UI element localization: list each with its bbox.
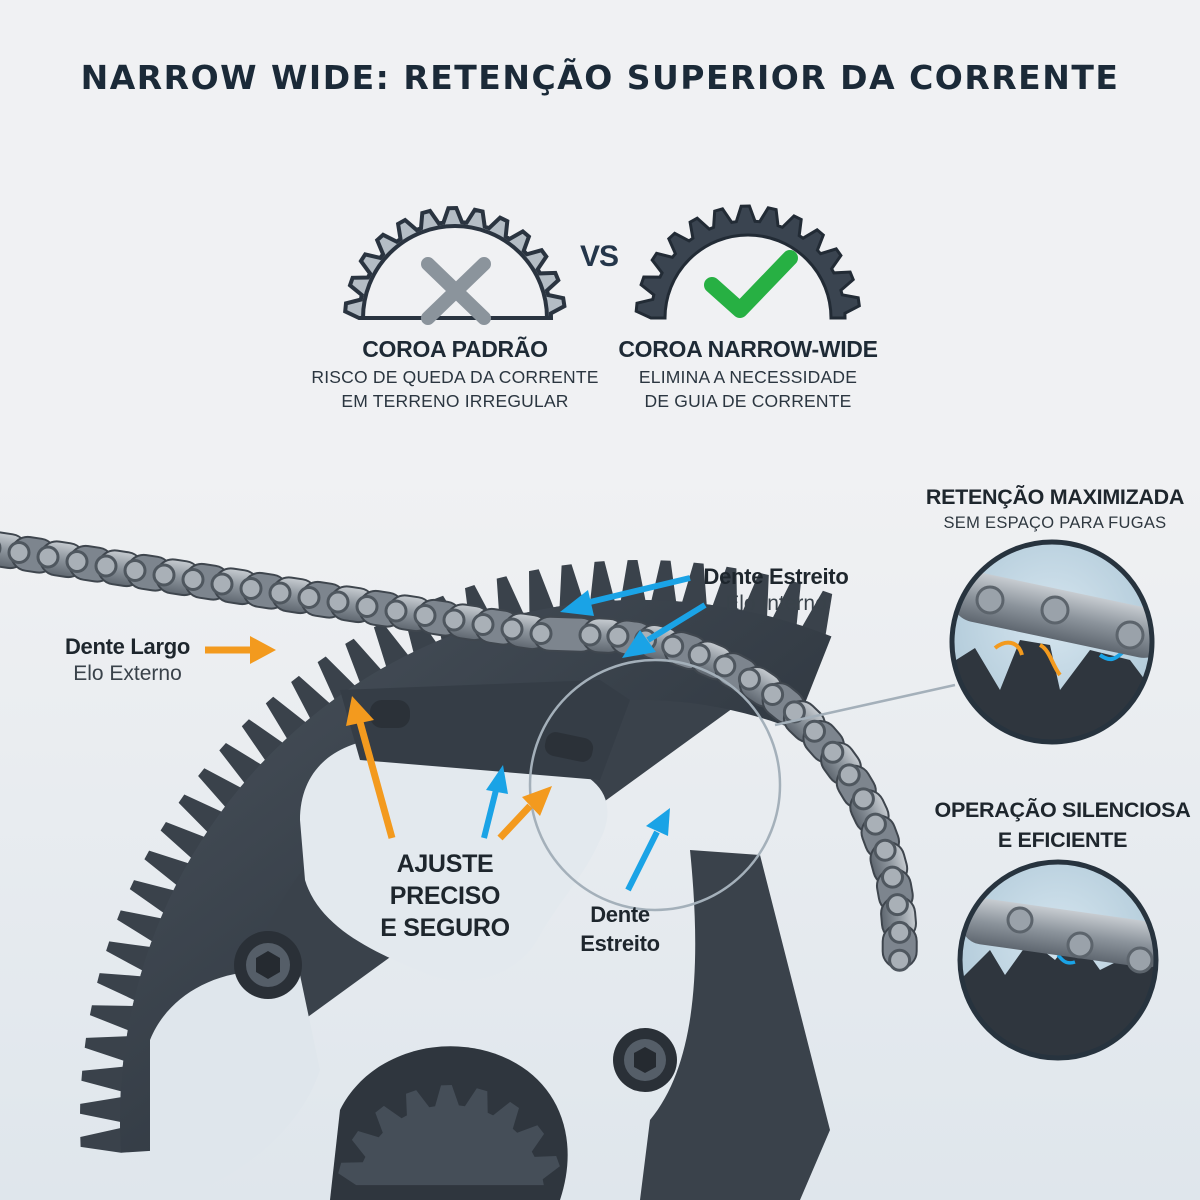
chain-pin <box>355 595 379 618</box>
silent-line1: OPERAÇÃO SILENCIOSA <box>934 798 1191 822</box>
narrow-tooth-bottom-line2: Estreito <box>580 931 660 956</box>
spider-cutout-lower <box>150 971 320 1200</box>
chainring-bolt <box>613 1028 677 1092</box>
chain-pin <box>297 586 321 609</box>
chain-pin <box>761 683 785 706</box>
narrow-tooth-bottom-line1: Dente <box>590 902 650 927</box>
vs-label: VS <box>580 240 619 273</box>
standard-chainring-icon <box>343 205 567 325</box>
arm-slot <box>370 700 410 728</box>
standard-line1: RISCO DE QUEDA DA CORRENTE <box>311 367 599 387</box>
fit-arrow-orange <box>497 786 552 841</box>
narrow-wide-line2: DE GUIA DE CORRENTE <box>644 391 852 411</box>
chain-pin <box>7 541 31 564</box>
wide-tooth-sub: Elo Externo <box>73 662 182 685</box>
narrow-tooth-arrow-bottom <box>625 808 670 892</box>
chain-pin <box>888 920 912 944</box>
chain-pin <box>837 763 861 787</box>
narrow-tooth-bottom-callout: Dente Estreito <box>570 900 670 958</box>
silent-line2: E EFICIENTE <box>997 828 1128 852</box>
wide-tooth-arrow <box>205 636 276 664</box>
detail-silent-circle <box>957 859 1159 1061</box>
chain-pin <box>803 719 826 743</box>
chain-pin <box>888 948 912 972</box>
chain-pin <box>36 545 60 569</box>
chain-pin <box>94 554 118 578</box>
magnifier-circle <box>528 658 782 912</box>
chain <box>0 531 918 972</box>
chain-pin <box>384 599 408 623</box>
x-mark-icon <box>421 257 491 325</box>
chain-pin <box>123 559 147 582</box>
chain-pin <box>578 623 602 647</box>
fit-arrow-blue <box>481 765 508 839</box>
chain-pin <box>210 572 234 596</box>
chain-pin <box>606 624 630 648</box>
narrow-tooth-arrow-upper <box>560 575 691 616</box>
chain-pin <box>737 667 761 691</box>
chain-pin <box>471 613 495 636</box>
chain-pin <box>687 643 711 667</box>
chain-pin <box>413 604 437 627</box>
fit-line1: AJUSTE PRECISO <box>389 850 501 910</box>
silent-heading: OPERAÇÃO SILENCIOSA E EFICIENTE <box>925 795 1200 855</box>
magnifier-connector <box>774 683 956 727</box>
chain-pin <box>65 550 89 573</box>
standard-block: COROA PADRÃO RISCO DE QUEDA DA CORRENTE … <box>300 336 610 413</box>
chain-pin <box>268 581 292 605</box>
fit-arrow-left <box>346 696 396 839</box>
chain-pin <box>152 563 176 587</box>
standard-line2: EM TERRENO IRREGULAR <box>341 391 569 411</box>
narrow-wide-block: COROA NARROW-WIDE ELIMINA A NECESSIDADE … <box>598 336 898 413</box>
fit-line2: E SEGURO <box>380 914 510 942</box>
narrow-tooth-sub: Elo Interno <box>725 592 827 615</box>
narrow-tooth-arrow-lower <box>622 602 707 658</box>
chain-pin <box>821 740 845 764</box>
wide-tooth-title: Dente Largo <box>64 634 191 659</box>
narrow-tooth-title: Dente Estreito <box>703 564 849 589</box>
page-title: NARROW WIDE: RETENÇÃO SUPERIOR DA CORREN… <box>80 58 1120 97</box>
arm-slot <box>544 732 594 762</box>
narrow-tooth-callout: Dente Estreito Elo Interno <box>696 564 856 616</box>
check-mark-icon <box>704 250 798 318</box>
chain-pin <box>713 654 737 678</box>
chain-pin <box>885 893 909 917</box>
narrow-wide-chainring-icon <box>634 204 861 320</box>
crank-plate <box>640 850 830 1200</box>
chain-pin <box>326 590 350 614</box>
wide-tooth-callout: Dente Largo Elo Externo <box>60 634 195 686</box>
chain-pin <box>863 812 887 836</box>
retention-title: RETENÇÃO MAXIMIZADA <box>925 485 1185 509</box>
chain-pin <box>239 577 263 600</box>
standard-label: COROA PADRÃO <box>362 336 548 362</box>
chain-pin <box>529 622 553 645</box>
chain-pin <box>500 617 524 641</box>
narrow-wide-line1: ELIMINA A NECESSIDADE <box>638 367 858 387</box>
fit-callout: AJUSTE PRECISO E SEGURO <box>345 848 545 944</box>
chain-pin <box>873 838 897 862</box>
chain-pin <box>181 568 205 591</box>
retention-sub: SEM ESPAÇO PARA FUGAS <box>943 514 1167 532</box>
chain-pin <box>851 787 875 811</box>
retention-heading: RETENÇÃO MAXIMIZADA SEM ESPAÇO PARA FUGA… <box>905 485 1200 533</box>
chain-pin <box>881 865 904 889</box>
chainring-bolt <box>234 931 302 999</box>
chain-pin <box>442 608 466 632</box>
narrow-wide-label: COROA NARROW-WIDE <box>618 336 878 362</box>
chain-pin <box>661 634 685 658</box>
